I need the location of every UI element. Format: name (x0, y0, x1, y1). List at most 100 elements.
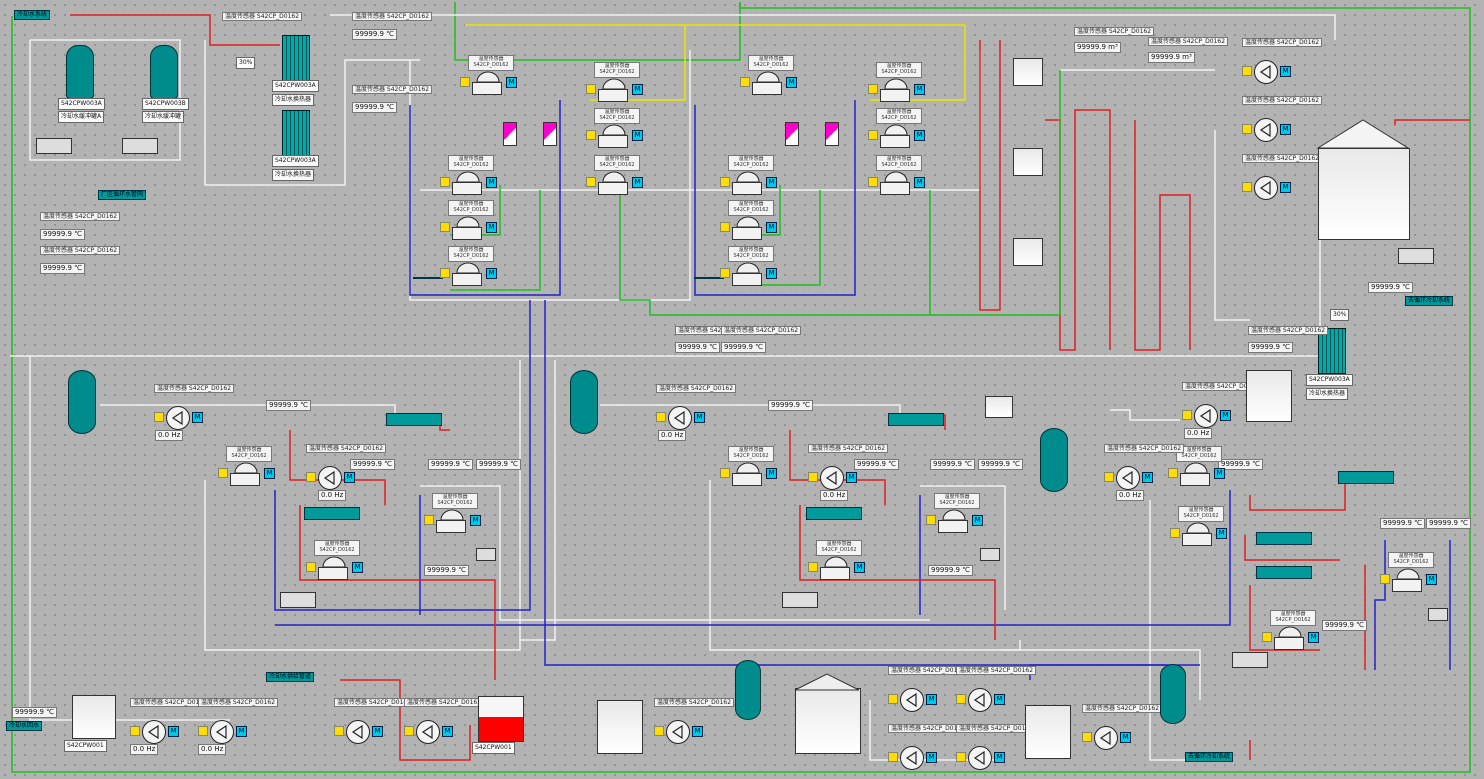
pump-icon[interactable] (820, 466, 844, 490)
manual-mode-button[interactable]: M (854, 562, 865, 573)
dosing-tank[interactable] (1013, 148, 1043, 176)
manual-mode-button[interactable]: M (470, 515, 481, 526)
heater-bar[interactable] (1256, 532, 1312, 545)
dosing-tank[interactable] (1013, 238, 1043, 266)
pump-icon[interactable] (1116, 466, 1140, 490)
supply-tank[interactable] (72, 695, 116, 739)
manual-mode-button[interactable]: M (914, 84, 925, 95)
manual-mode-button[interactable]: M (1214, 468, 1225, 479)
manual-mode-button[interactable]: M (486, 222, 497, 233)
manual-mode-button[interactable]: M (692, 726, 703, 737)
heater-bar[interactable] (304, 507, 360, 520)
storage-tank-bottom[interactable] (1025, 705, 1071, 759)
manual-mode-button[interactable]: M (1280, 124, 1291, 135)
pump-icon[interactable] (666, 720, 690, 744)
pump-icon[interactable] (1254, 176, 1278, 200)
manual-mode-button[interactable]: M (236, 726, 247, 737)
pump-icon[interactable] (668, 406, 692, 430)
dosing-tank[interactable] (985, 396, 1013, 418)
pump-icon[interactable] (1094, 726, 1118, 750)
manual-mode-button[interactable]: M (344, 472, 355, 483)
manual-mode-button[interactable]: M (926, 752, 937, 763)
buffer-vessel[interactable] (1040, 428, 1068, 492)
manual-mode-button[interactable]: M (972, 515, 983, 526)
heater-bar[interactable] (1338, 471, 1394, 484)
manual-mode-button[interactable]: M (994, 694, 1005, 705)
manual-mode-button[interactable]: M (766, 468, 777, 479)
buffer-vessel[interactable] (1160, 664, 1186, 724)
manual-mode-button[interactable]: M (442, 726, 453, 737)
pump-icon[interactable] (142, 720, 166, 744)
dosing-tank[interactable] (1013, 58, 1043, 86)
manual-mode-button[interactable]: M (694, 412, 705, 423)
pump-icon[interactable] (968, 688, 992, 712)
pump-icon[interactable] (900, 688, 924, 712)
pump-icon[interactable] (416, 720, 440, 744)
pump-icon[interactable] (900, 746, 924, 770)
buffer-vessel[interactable] (570, 370, 598, 434)
manual-mode-button[interactable]: M (352, 562, 363, 573)
pump-icon[interactable] (1254, 118, 1278, 142)
manual-mode-button[interactable]: M (1280, 66, 1291, 77)
manual-mode-button[interactable]: M (192, 412, 203, 423)
filter-icon[interactable] (825, 122, 839, 146)
manual-mode-button[interactable]: M (1220, 410, 1231, 421)
manual-mode-button[interactable]: M (766, 222, 777, 233)
manual-mode-button[interactable]: M (1142, 472, 1153, 483)
pump-icon[interactable] (318, 466, 342, 490)
manual-mode-button[interactable]: M (486, 268, 497, 279)
storage-tank-bottom[interactable] (597, 700, 643, 754)
manual-mode-button[interactable]: M (994, 752, 1005, 763)
pump-icon[interactable] (166, 406, 190, 430)
manual-mode-button[interactable]: M (632, 84, 643, 95)
pump-icon[interactable] (346, 720, 370, 744)
buffer-vessel[interactable] (68, 370, 96, 434)
heat-exchanger-right[interactable] (1318, 328, 1346, 374)
manual-mode-button[interactable]: M (632, 177, 643, 188)
heater-bar[interactable] (386, 413, 442, 426)
storage-tank-b[interactable] (150, 45, 178, 99)
pump-icon[interactable] (968, 746, 992, 770)
manual-mode-button[interactable]: M (914, 177, 925, 188)
heater-bar[interactable] (1256, 566, 1312, 579)
manual-mode-button[interactable]: M (486, 177, 497, 188)
manual-mode-button[interactable]: M (926, 694, 937, 705)
filter-icon[interactable] (503, 122, 517, 146)
manual-mode-button[interactable]: M (846, 472, 857, 483)
manual-mode-button[interactable]: M (1308, 632, 1319, 643)
manual-mode-button[interactable]: M (372, 726, 383, 737)
manual-mode-button[interactable]: M (914, 130, 925, 141)
manual-mode-button[interactable]: M (786, 77, 797, 88)
manual-mode-button[interactable]: M (506, 77, 517, 88)
filter-icon[interactable] (785, 122, 799, 146)
buffer-vessel[interactable] (735, 660, 761, 720)
manual-mode-button[interactable]: M (766, 177, 777, 188)
pump-icon[interactable] (1194, 404, 1218, 428)
storage-tank-right[interactable] (1246, 370, 1292, 422)
manual-mode-button[interactable]: M (1426, 574, 1437, 585)
heater-bar[interactable] (888, 413, 944, 426)
filter-icon[interactable] (543, 122, 557, 146)
heater-bar[interactable] (806, 507, 862, 520)
pump-icon[interactable] (210, 720, 234, 744)
